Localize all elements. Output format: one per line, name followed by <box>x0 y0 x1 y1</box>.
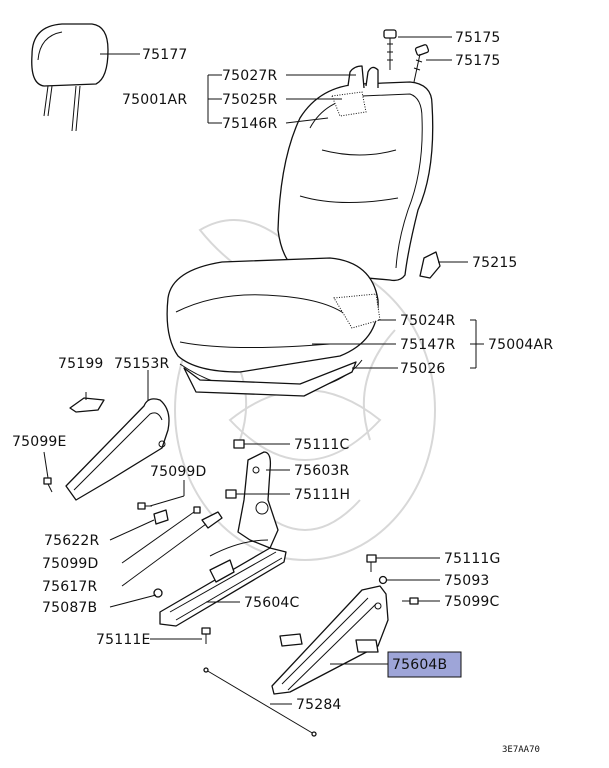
nut-75087b <box>153 588 163 598</box>
label-75617r: 75617R <box>42 579 98 595</box>
label-75001ar: 75001AR <box>122 92 187 108</box>
highlight-75604b-box <box>387 651 462 678</box>
bolt-75111e <box>201 627 211 644</box>
seat-cushion-part <box>166 257 381 397</box>
label-75099c: 75099C <box>444 594 500 610</box>
screw-75099d-lower <box>193 506 201 514</box>
seat-rail-75604c <box>159 539 287 627</box>
label-75004ar: 75004AR <box>488 337 553 353</box>
label-75099e: 75099E <box>12 434 67 450</box>
cover-75199 <box>69 397 105 413</box>
screw-75099c <box>402 597 419 605</box>
label-75093: 75093 <box>444 573 490 589</box>
label-75147r: 75147R <box>400 337 456 353</box>
bolt-75175-bottom <box>413 44 430 83</box>
label-75175-b: 75175 <box>455 53 501 69</box>
washer-75093 <box>378 575 388 585</box>
label-75087b: 75087B <box>42 600 97 616</box>
label-75175-a: 75175 <box>455 30 501 46</box>
label-75215: 75215 <box>472 255 518 271</box>
label-75111h: 75111H <box>294 487 350 503</box>
screw-75099d-upper <box>137 502 152 510</box>
label-75603r: 75603R <box>294 463 350 479</box>
label-75099d-top: 75099D <box>150 464 207 480</box>
recliner-75603r <box>237 451 279 549</box>
part-labels: 75177 75175 75175 75027R 75001AR 75025R … <box>12 30 553 755</box>
diagram-code: 3E7AA70 <box>502 745 540 755</box>
cable-75284 <box>203 667 317 737</box>
seat-rail-75604b <box>271 585 389 695</box>
label-75024r: 75024R <box>400 313 456 329</box>
clip-75215 <box>419 251 441 279</box>
label-75111e: 75111E <box>96 632 151 648</box>
label-75177: 75177 <box>142 47 188 63</box>
label-75622r: 75622R <box>44 533 100 549</box>
bolt-75111c <box>233 439 254 449</box>
leader-lines <box>43 36 484 705</box>
label-75153r: 75153R <box>114 356 170 372</box>
label-75146r: 75146R <box>222 116 278 132</box>
seat-back-part <box>277 65 434 282</box>
label-75604b: 75604B <box>392 657 447 673</box>
side-shield-75153r <box>65 398 170 501</box>
label-75026: 75026 <box>400 361 446 377</box>
clip-75622r <box>153 509 169 525</box>
label-75604c: 75604C <box>244 595 300 611</box>
bolt-75175-top <box>383 29 397 70</box>
label-75199: 75199 <box>58 356 104 372</box>
label-75111c: 75111C <box>294 437 350 453</box>
screw-75099e <box>43 477 53 493</box>
label-75099d: 75099D <box>42 556 99 572</box>
label-75284: 75284 <box>296 697 342 713</box>
label-75025r: 75025R <box>222 92 278 108</box>
lever-75617r <box>201 511 223 529</box>
headrest-part <box>31 23 109 132</box>
label-75111g: 75111G <box>444 551 501 567</box>
label-75027r: 75027R <box>222 68 278 84</box>
bolt-75111g <box>366 554 377 572</box>
